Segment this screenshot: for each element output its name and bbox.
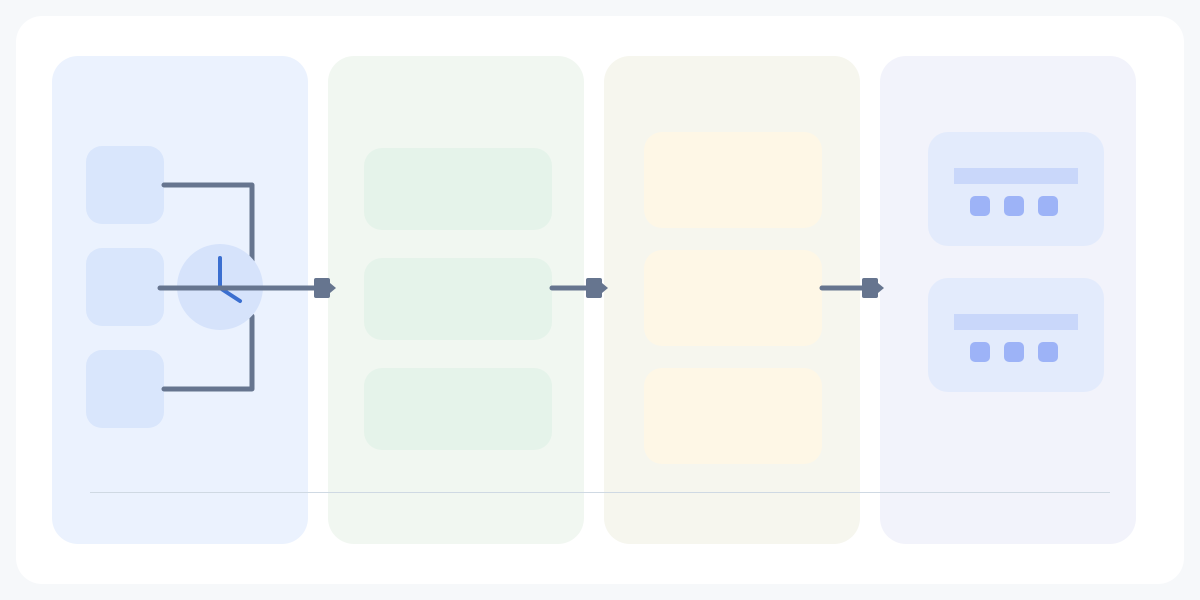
dashboard-widget (1038, 342, 1058, 362)
dashboard-header-bar (954, 168, 1078, 184)
baseline-divider (90, 492, 1110, 493)
dashboard-widget (1004, 342, 1024, 362)
dashboard-widget (970, 342, 990, 362)
source-node-1 (86, 146, 164, 224)
dashboard-widget (970, 196, 990, 216)
dashboard-card-2 (928, 278, 1104, 392)
storage-node-3 (644, 368, 822, 464)
dashboard-card-1 (928, 132, 1104, 246)
dashboard-widget (1004, 196, 1024, 216)
source-node-3 (86, 350, 164, 428)
storage-node-1 (644, 132, 822, 228)
storage-node-2 (644, 250, 822, 346)
source-connector-1 (161, 182, 255, 265)
arrow-right-icon (586, 278, 608, 298)
processing-node-3 (364, 368, 552, 450)
arrow-right-icon (314, 278, 336, 298)
source-connector-3 (161, 313, 255, 392)
processing-node-2 (364, 258, 552, 340)
arrow-right-icon (862, 278, 884, 298)
source-node-2 (86, 248, 164, 326)
dashboard-header-bar (954, 314, 1078, 330)
dashboard-widget (1038, 196, 1058, 216)
processing-node-1 (364, 148, 552, 230)
